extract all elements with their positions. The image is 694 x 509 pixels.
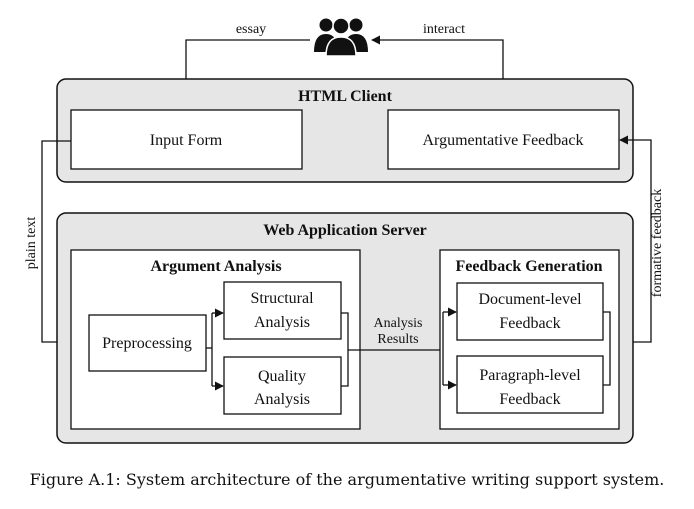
html-client-title: HTML Client bbox=[298, 88, 392, 105]
structural-analysis-line1: Structural bbox=[250, 290, 314, 307]
web-application-server-title: Web Application Server bbox=[263, 222, 427, 239]
input-form-label: Input Form bbox=[150, 132, 223, 149]
quality-analysis-box bbox=[223, 356, 342, 415]
argumentative-feedback-label: Argumentative Feedback bbox=[423, 132, 584, 149]
essay-label: essay bbox=[236, 22, 266, 37]
structural-analysis-line2: Analysis bbox=[254, 314, 310, 331]
document-level-feedback-box bbox=[456, 282, 604, 341]
quality-analysis-line1: Quality bbox=[258, 368, 306, 385]
users-group-icon bbox=[314, 17, 368, 57]
argument-analysis-title: Argument Analysis bbox=[150, 258, 281, 275]
preprocessing-box bbox=[88, 314, 207, 372]
interact-label: interact bbox=[423, 22, 465, 37]
figure-caption: Figure A.1: System architecture of the a… bbox=[29, 470, 665, 489]
document-level-line1: Document-level bbox=[478, 291, 582, 308]
formative-feedback-label: formative feedback bbox=[650, 189, 665, 297]
analysis-results-line1: Analysis bbox=[374, 316, 423, 331]
plain-text-label: plain text bbox=[24, 217, 39, 270]
quality-analysis-line2: Analysis bbox=[254, 391, 310, 408]
paragraph-level-feedback-box bbox=[456, 355, 604, 414]
feedback-merge-line bbox=[603, 311, 611, 386]
analysis-results-line2: Results bbox=[377, 332, 418, 347]
architecture-diagram: essay interact HTML Client Input Form Ar… bbox=[24, 17, 665, 444]
argumentative-feedback-box bbox=[387, 109, 620, 170]
document-level-line2: Feedback bbox=[499, 315, 560, 332]
paragraph-level-line1: Paragraph-level bbox=[479, 367, 581, 384]
structural-analysis-box bbox=[223, 281, 342, 340]
preprocessing-label: Preprocessing bbox=[102, 335, 192, 352]
input-form-box bbox=[70, 109, 303, 170]
paragraph-level-line2: Feedback bbox=[499, 391, 560, 408]
feedback-generation-title: Feedback Generation bbox=[455, 258, 602, 275]
